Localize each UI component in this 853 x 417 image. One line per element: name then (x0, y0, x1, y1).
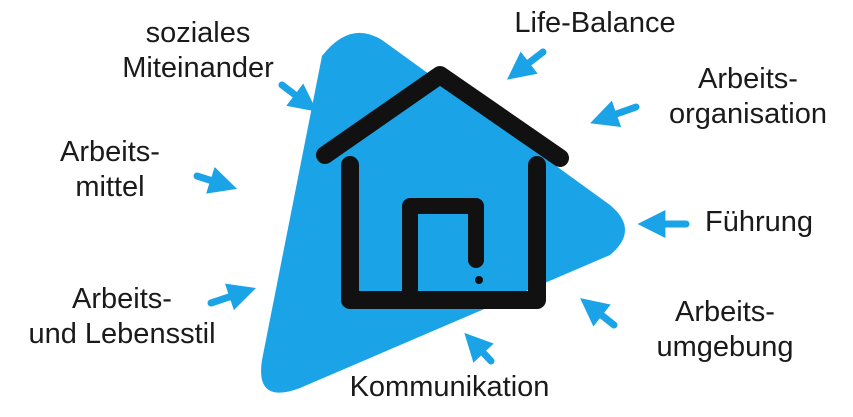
house-walls (341, 156, 546, 309)
label-arbeitsmittel: Arbeits- mittel (60, 136, 160, 203)
arrow-arbeits-und-lebensstil (207, 283, 256, 311)
house-roof (316, 66, 569, 167)
label-life-balance: Life-Balance (514, 7, 676, 39)
arrow-life-balance (507, 48, 547, 80)
house-door (402, 198, 484, 303)
house-icon (316, 66, 569, 309)
label-arbeitsumgebung: Arbeits- umgebung (656, 296, 794, 363)
arrow-arbeitsumgebung (580, 298, 618, 329)
label-kommunikation: Kommunikation (349, 371, 550, 403)
arrow-kommunikation (464, 332, 495, 365)
arrows (193, 48, 690, 365)
label-arbeits-und-lebensstil: Arbeits- und Lebensstil (28, 283, 216, 350)
arrow-arbeitsorganisation (590, 100, 640, 128)
label-arbeitsorganisation: Arbeits- organisation (669, 63, 827, 130)
label-soziales-miteinander: soziales Miteinander (122, 17, 274, 84)
arrow-arbeitsmittel (193, 166, 237, 194)
arrow-soziales-miteinander (278, 81, 318, 112)
label-fuehrung: Führung (705, 206, 814, 238)
door-knob (475, 276, 483, 284)
